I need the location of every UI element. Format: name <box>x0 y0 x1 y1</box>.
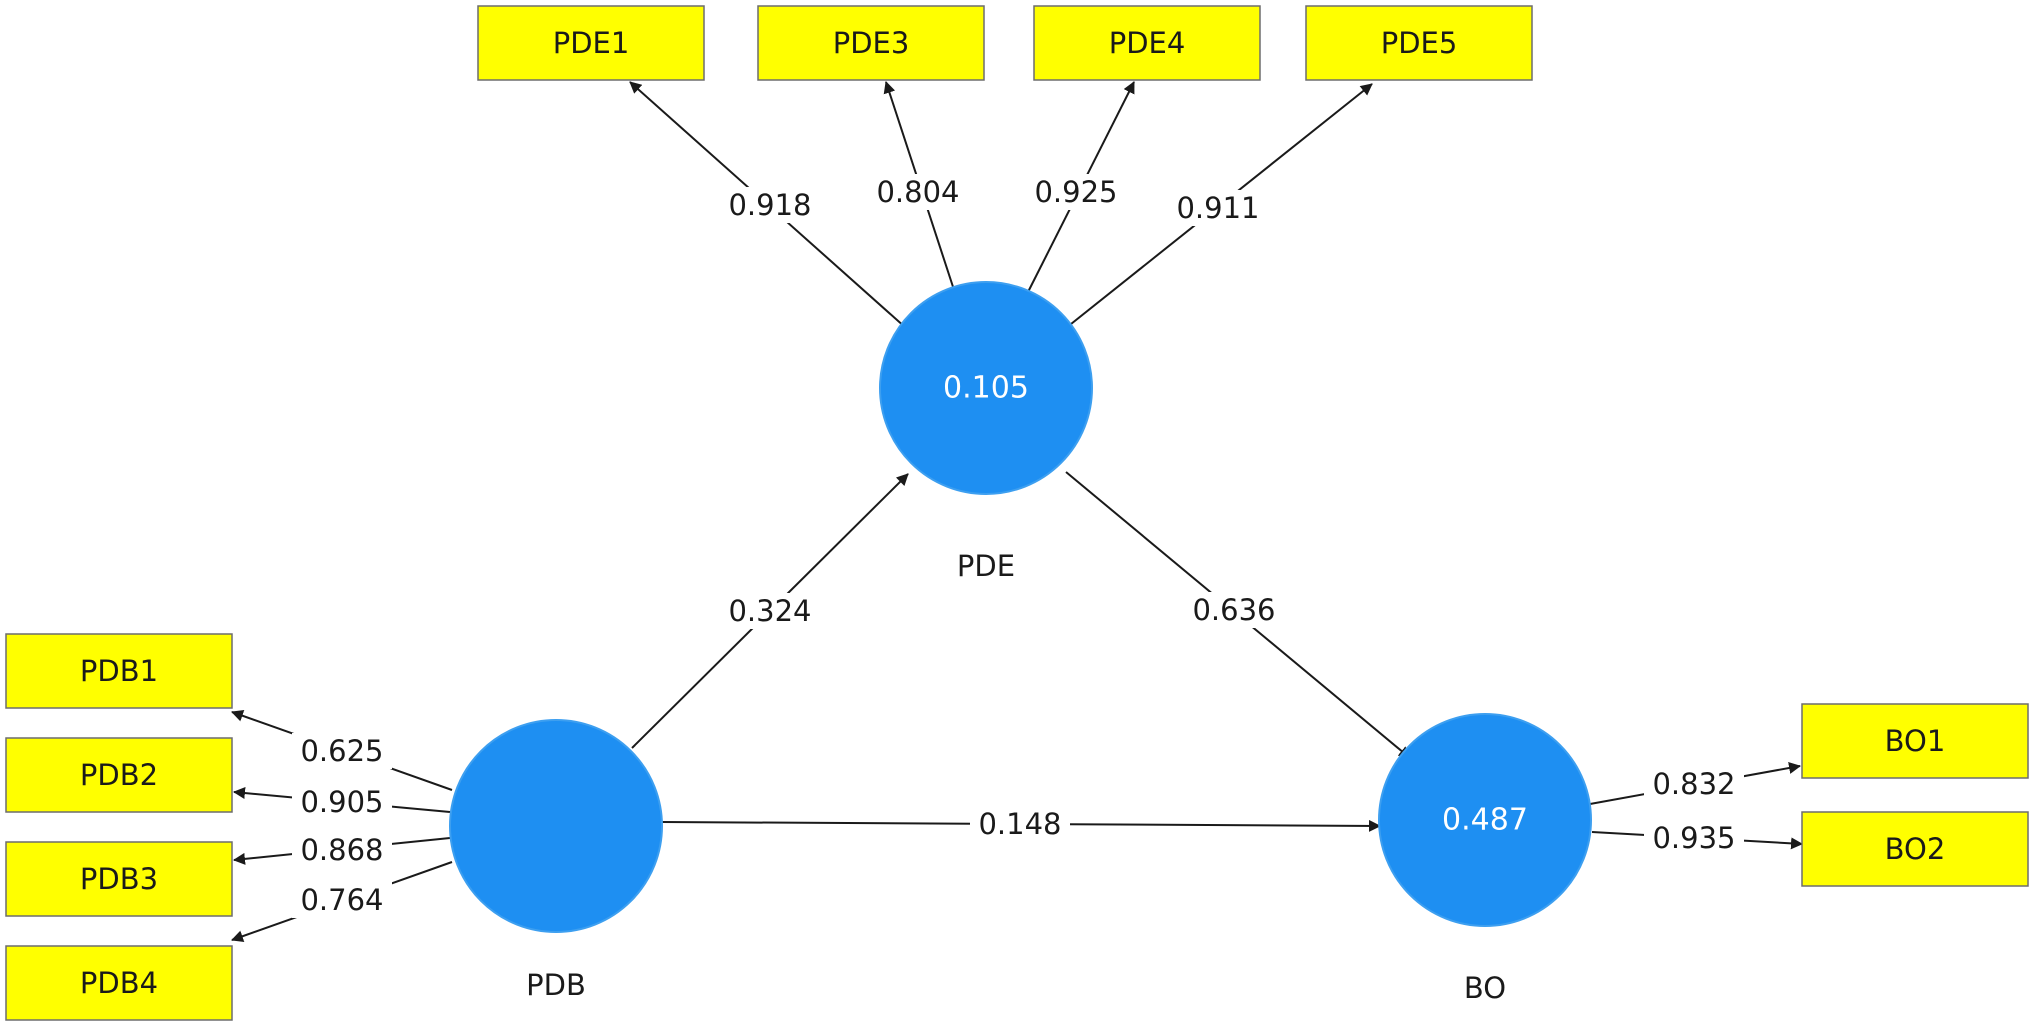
loading-edge-pdb4-label-bg <box>292 882 392 918</box>
loading-edge-pdb4-label: 0.764 <box>300 883 383 917</box>
construct-pde-r-squared: 0.105 <box>943 371 1029 406</box>
indicator-pde5-box <box>1305 5 1533 81</box>
loading-edge-pdb3-label-bg <box>292 832 392 868</box>
indicator-pdb2[interactable]: PDB2 <box>5 737 233 813</box>
loading-edge-pde5: 0.911 <box>1065 83 1373 329</box>
indicator-pdb2-box <box>5 737 233 813</box>
loading-edge-pdb2: 0.905 <box>233 784 451 820</box>
indicator-bo1-box <box>1801 703 2029 779</box>
construct-pdb-name: PDB <box>526 968 586 1002</box>
indicator-pde3[interactable]: PDE3 <box>757 5 985 81</box>
loading-edge-pdb2-label-bg <box>292 784 392 820</box>
indicator-pde5[interactable]: PDE5 <box>1305 5 1533 81</box>
construct-bo-r-squared: 0.487 <box>1442 803 1528 838</box>
path-edge-pdb-pde-label: 0.324 <box>728 594 811 628</box>
indicator-bo2-label: BO2 <box>1885 832 1946 866</box>
indicator-pde3-box <box>757 5 985 81</box>
construct-bo-circle <box>1378 713 1592 927</box>
indicator-pde4-box <box>1033 5 1261 81</box>
loading-edge-pdb1-label: 0.625 <box>300 734 383 768</box>
indicator-pdb1[interactable]: PDB1 <box>5 633 233 709</box>
indicator-pde4-label: PDE4 <box>1109 26 1186 60</box>
indicator-pdb1-box <box>5 633 233 709</box>
loading-edge-bo1-label: 0.832 <box>1652 767 1735 801</box>
indicator-pde4[interactable]: PDE4 <box>1033 5 1261 81</box>
loading-edge-bo1-label-bg <box>1644 766 1744 802</box>
loading-edge-bo2: 0.935 <box>1591 820 1803 856</box>
loading-edge-pdb2-label: 0.905 <box>300 785 383 819</box>
indicator-pdb1-label: PDB1 <box>80 654 158 688</box>
indicator-pde3-label: PDE3 <box>833 26 910 60</box>
path-edge-pdb-pde: 0.324 <box>631 473 909 749</box>
indicator-bo1[interactable]: BO1 <box>1801 703 2029 779</box>
indicator-pdb4[interactable]: PDB4 <box>5 945 233 1021</box>
loading-edge-pdb1-label-bg <box>292 733 392 769</box>
indicator-pde1[interactable]: PDE1 <box>477 5 705 81</box>
loading-edge-pde5-label-bg <box>1168 190 1268 226</box>
loading-edge-pde3: 0.804 <box>868 81 968 297</box>
loading-edge-pde5-label: 0.911 <box>1176 191 1259 225</box>
loading-edge-pde3-label: 0.804 <box>876 175 959 209</box>
path-edge-pdb-bo-label-bg <box>970 806 1070 842</box>
loading-edge-pde4-label: 0.925 <box>1034 175 1117 209</box>
loading-edge-pdb3-label: 0.868 <box>300 833 383 867</box>
indicator-bo2[interactable]: BO2 <box>1801 811 2029 887</box>
indicator-pdb4-label: PDB4 <box>80 966 158 1000</box>
indicator-pde5-label: PDE5 <box>1381 26 1458 60</box>
loading-edge-pde4: 0.925 <box>1025 81 1135 297</box>
path-edge-pde-bo: 0.636 <box>1065 471 1411 759</box>
construct-bo-name: BO <box>1464 971 1506 1005</box>
loading-edge-pdb1: 0.625 <box>231 710 453 791</box>
indicator-pdb3-box <box>5 841 233 917</box>
indicator-pdb4-box <box>5 945 233 1021</box>
indicator-pdb2-label: PDB2 <box>80 758 158 792</box>
indicator-bo1-label: BO1 <box>1885 724 1946 758</box>
loading-edge-pde1: 0.918 <box>629 81 907 329</box>
path-edge-pdb-bo: 0.148 <box>661 806 1381 842</box>
loading-edge-bo2-label: 0.935 <box>1652 821 1735 855</box>
indicator-bo2-box <box>1801 811 2029 887</box>
path-edge-pdb-pde-label-bg <box>720 593 820 629</box>
loading-edge-pde1-label-bg <box>720 187 820 223</box>
construct-pdb-circle <box>449 719 663 933</box>
construct-pde-name: PDE <box>957 549 1015 583</box>
indicator-pde1-box <box>477 5 705 81</box>
path-edge-pdb-bo-label: 0.148 <box>978 807 1061 841</box>
construct-pdb[interactable]: PDB <box>449 719 663 1002</box>
loading-edge-pde4-label-bg <box>1026 174 1126 210</box>
loading-edge-bo2-label-bg <box>1644 820 1744 856</box>
loading-edge-bo1: 0.832 <box>1589 762 1801 805</box>
loading-edge-pdb3: 0.868 <box>233 832 451 868</box>
path-edge-pde-bo-label-bg <box>1184 592 1284 628</box>
loading-edge-pde1-label: 0.918 <box>728 188 811 222</box>
construct-pde-circle <box>879 281 1093 495</box>
indicator-pdb3-label: PDB3 <box>80 862 158 896</box>
indicator-pde1-label: PDE1 <box>553 26 630 60</box>
loading-edge-pde3-label-bg <box>868 174 968 210</box>
path-edge-pde-bo-label: 0.636 <box>1192 593 1275 627</box>
indicator-pdb3[interactable]: PDB3 <box>5 841 233 917</box>
loading-edge-pdb4: 0.764 <box>231 861 453 942</box>
